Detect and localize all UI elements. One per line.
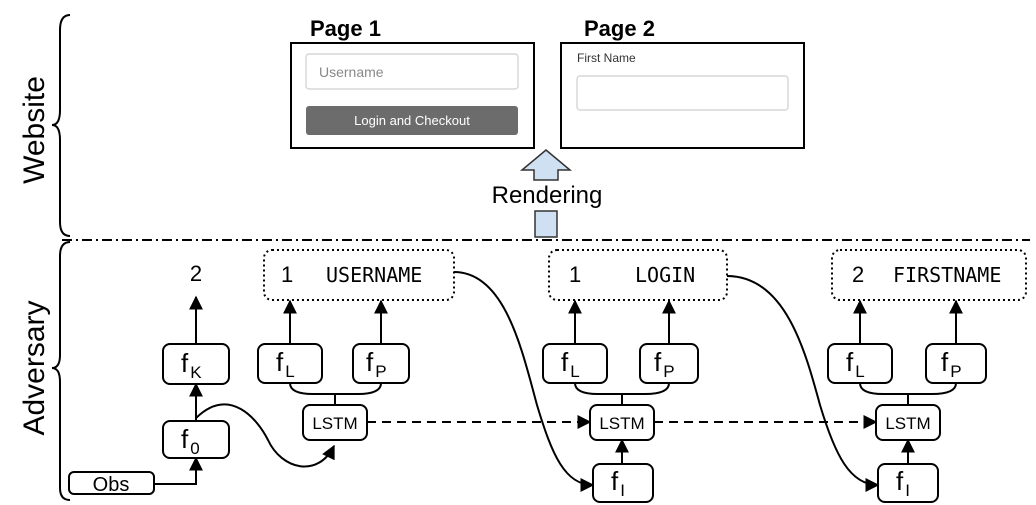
adversary-label: Adversary <box>18 300 51 435</box>
fL-node-1 <box>257 343 323 384</box>
fP-node-3 <box>925 343 987 384</box>
page2-title: Page 2 <box>584 16 655 41</box>
fL-node-2 <box>542 343 608 384</box>
fK-node <box>162 343 230 385</box>
step2-output-num: 1 <box>569 262 581 287</box>
lstm-label-2: LSTM <box>599 414 644 433</box>
fP-node-1 <box>352 343 410 384</box>
obs-node <box>68 471 155 495</box>
step1-output-word: USERNAME <box>326 263 422 287</box>
step3-output-num: 2 <box>852 262 864 287</box>
fP-node-2 <box>639 343 699 384</box>
fL-node-3 <box>827 343 893 384</box>
lstm-node-2 <box>589 404 655 441</box>
first-name-label: First Name <box>577 51 636 65</box>
step1-output-box <box>263 249 455 301</box>
username-input[interactable] <box>305 53 519 90</box>
rendering-up-arrow <box>519 149 573 181</box>
first-name-input[interactable] <box>576 75 789 111</box>
login-checkout-label: Login and Checkout <box>354 113 470 128</box>
obs-label: Obs <box>93 474 130 496</box>
step3-output-word: FIRSTNAME <box>893 263 1001 287</box>
lstm-node-1 <box>302 404 368 441</box>
website-brace <box>51 14 71 237</box>
username-placeholder: Username <box>319 64 384 80</box>
rendering-base-block <box>534 210 558 238</box>
k-output-value: 2 <box>190 261 202 286</box>
lstm-node-3 <box>875 404 941 441</box>
step1-output-num: 1 <box>281 262 293 287</box>
step3-output-box <box>831 249 1027 301</box>
login-checkout-button[interactable] <box>306 106 518 135</box>
fI-node-2 <box>592 463 654 503</box>
page1-title: Page 1 <box>310 16 381 41</box>
step2-output-word: LOGIN <box>635 263 695 287</box>
f0-node <box>162 420 230 459</box>
lstm-label-1: LSTM <box>312 414 357 433</box>
lstm-label-3: LSTM <box>885 414 930 433</box>
rendering-label: Rendering <box>492 182 603 209</box>
connections <box>154 271 963 492</box>
website-label: Website <box>18 76 51 184</box>
fI-node-3 <box>877 463 939 503</box>
adversary-brace <box>51 241 71 501</box>
